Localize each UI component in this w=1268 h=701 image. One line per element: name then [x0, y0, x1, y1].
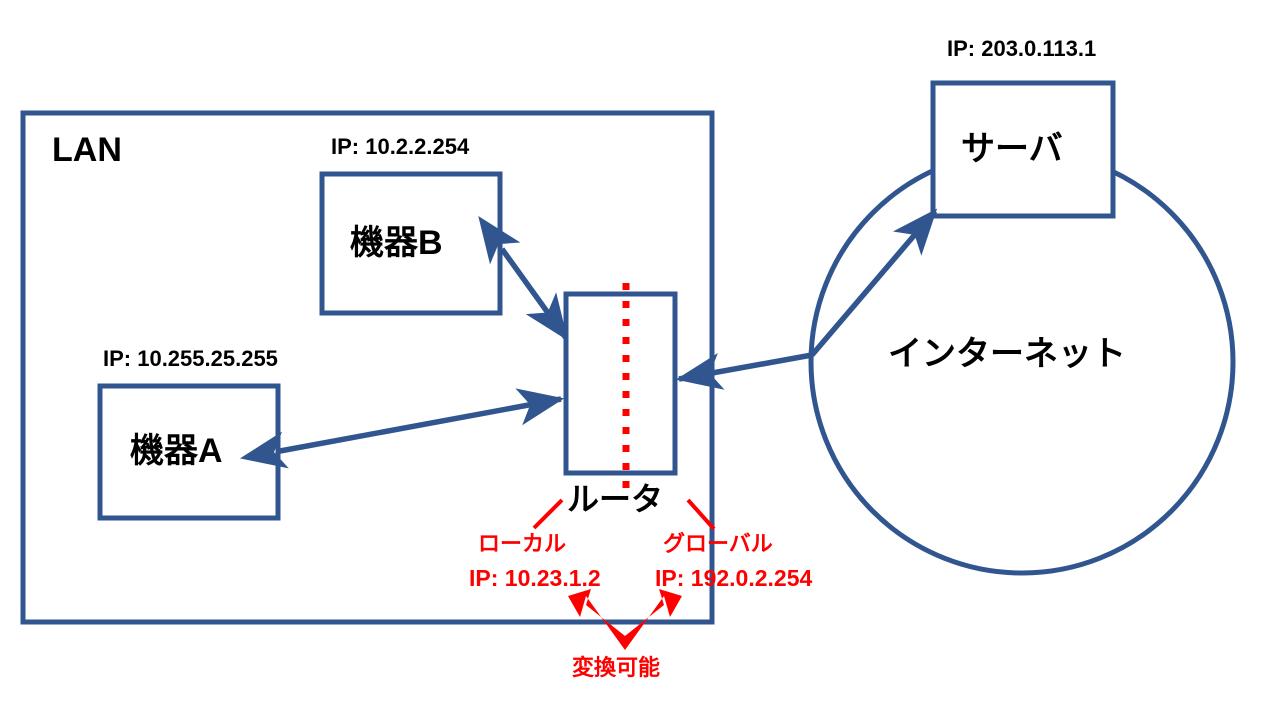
device-b-label: 機器B [350, 224, 443, 262]
router-local-title: ローカル [478, 531, 567, 556]
server-ip-label: IP: 203.0.113.1 [947, 36, 1097, 61]
link-device-b-router [478, 215, 569, 341]
internet-label: インターネット [888, 335, 1126, 373]
device-a-ip-label: IP: 10.255.25.255 [103, 346, 278, 371]
link-device-a-router [239, 388, 565, 469]
device-a-label: 機器A [130, 432, 223, 470]
router-label: ルータ [567, 481, 664, 517]
nat-translation-arrow [568, 589, 682, 650]
server-label: サーバ [961, 130, 1063, 168]
router-global-leader-line [686, 498, 716, 531]
server-box [930, 80, 1116, 219]
router-global-ip: IP: 192.0.2.254 [655, 565, 813, 591]
link-internet-router [675, 352, 813, 390]
router-local-leader-line [532, 498, 564, 530]
router-global-title: グローバル [663, 531, 773, 556]
router-local-ip: IP: 10.23.1.2 [469, 565, 601, 591]
nat-translation-label: 変換可能 [572, 655, 661, 680]
lan-label: LAN [52, 131, 122, 169]
device-b-ip-label: IP: 10.2.2.254 [331, 134, 470, 159]
link-internet-server [809, 208, 938, 357]
router-box [563, 291, 678, 476]
